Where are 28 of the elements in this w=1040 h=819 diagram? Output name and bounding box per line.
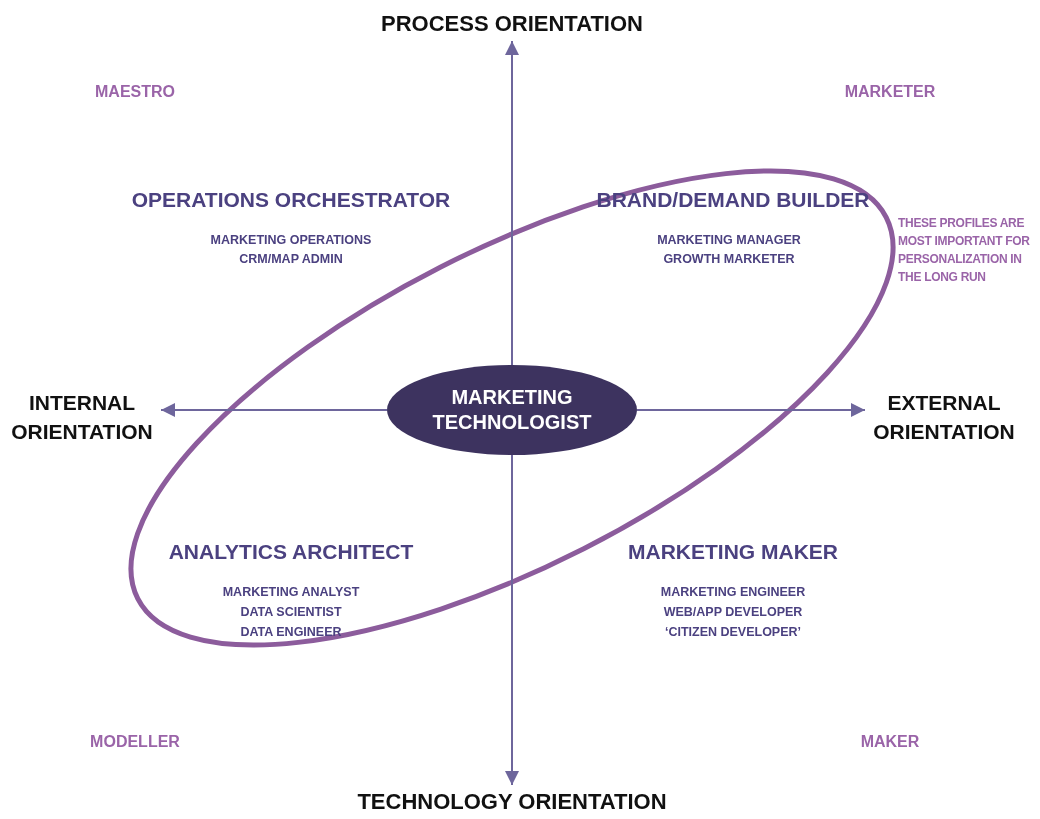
- profile-title: ANALYTICS ARCHITECT: [168, 540, 414, 564]
- axis-arrow: [160, 403, 388, 417]
- role-text: GROWTH MARKETER: [663, 252, 795, 266]
- axis-label: TECHNOLOGY ORIENTATION: [357, 789, 667, 815]
- role-text: MARKETING MANAGER: [657, 233, 801, 247]
- axis-arrow: [505, 454, 519, 786]
- role-text: ‘CITIZEN DEVELOPER’: [664, 625, 802, 639]
- axis-arrow: [636, 403, 866, 417]
- axis-label: EXTERNAL ORIENTATION: [869, 387, 1019, 447]
- role-text: DATA ENGINEER: [240, 625, 342, 639]
- profile-title: OPERATIONS ORCHESTRATOR: [131, 188, 451, 212]
- axis-label: PROCESS ORIENTATION: [381, 11, 643, 37]
- role-text: DATA SCIENTIST: [240, 605, 342, 619]
- note-text: THESE PROFILES ARE MOST IMPORTANT FOR PERSONALIZATION IN THE LONG RUN: [898, 215, 1031, 286]
- axis-arrow: [505, 40, 519, 366]
- axis-label: INTERNAL ORIENTATION: [7, 387, 157, 447]
- role-text: CRM/MAP ADMIN: [239, 252, 343, 266]
- archetype-label: MAESTRO: [95, 83, 175, 101]
- profile-title: MARKETING MAKER: [628, 540, 838, 564]
- role-text: WEB/APP DEVELOPER: [663, 605, 803, 619]
- archetype-label: MAKER: [860, 733, 920, 751]
- profile-title: BRAND/DEMAND BUILDER: [596, 188, 870, 212]
- archetype-label: MARKETER: [844, 83, 936, 101]
- center-node: MARKETING TECHNOLOGIST: [387, 365, 637, 455]
- role-text: MARKETING OPERATIONS: [210, 233, 372, 247]
- archetype-label: MODELLER: [90, 733, 180, 751]
- role-text: MARKETING ANALYST: [222, 585, 360, 599]
- role-text: MARKETING ENGINEER: [660, 585, 806, 599]
